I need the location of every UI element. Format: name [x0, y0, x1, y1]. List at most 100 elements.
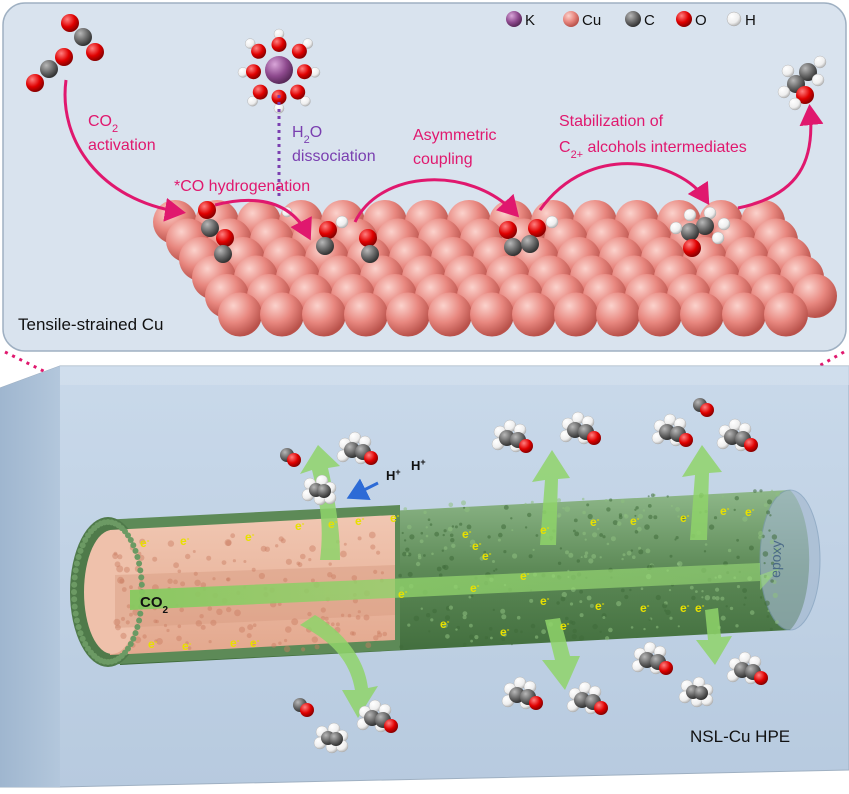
pore-dot [185, 553, 191, 560]
pore-dot [584, 538, 587, 541]
water-h-atom [244, 38, 256, 49]
pore-dot [296, 561, 301, 566]
pore-dot [532, 548, 535, 552]
pore-dot [137, 567, 144, 574]
ethanol-molecule [501, 676, 543, 710]
pore-dot [462, 611, 468, 616]
pore-dot [606, 507, 611, 512]
pore-dot [208, 640, 212, 644]
pore-dot [675, 506, 680, 512]
pore-dot [285, 626, 292, 633]
pore-dot [438, 573, 443, 577]
pore-dot [770, 489, 774, 492]
pore-dot [113, 618, 121, 626]
pore-dot [200, 624, 206, 630]
pore-dot [606, 542, 610, 546]
pore-dot [727, 548, 732, 553]
pore-dot [163, 623, 168, 628]
hydrated-k-cation [237, 28, 321, 114]
electron-label: e- [148, 637, 158, 652]
pore-dot [176, 635, 182, 642]
pore-dot [71, 581, 78, 588]
pore-dot [142, 634, 147, 639]
pore-dot [560, 596, 566, 602]
pore-dot [493, 569, 496, 572]
pore-dot [407, 571, 413, 577]
pore-dot [405, 547, 410, 552]
ethanol-molecule [726, 651, 768, 685]
pore-dot [153, 619, 158, 624]
pore-dot [469, 544, 472, 548]
pore-dot [365, 642, 372, 649]
legend-h-label: H [745, 12, 756, 29]
pore-dot [653, 515, 658, 520]
pore-dot [331, 622, 335, 626]
electron-label: e- [680, 511, 690, 526]
pore-dot [767, 610, 770, 612]
pore-dot [497, 538, 501, 542]
pore-dot [674, 538, 677, 541]
pore-dot [589, 603, 594, 608]
pore-dot [441, 549, 444, 552]
pore-dot [407, 623, 411, 627]
pore-dot [582, 531, 586, 536]
pore-dot [622, 553, 626, 557]
pore-dot [768, 529, 771, 532]
ethanol-molecule [491, 419, 533, 453]
water-h-atom [247, 95, 258, 107]
pore-dot [647, 495, 650, 498]
pore-dot [167, 578, 173, 584]
pore-dot [380, 571, 384, 575]
outflow-arrow-6 [696, 608, 732, 665]
pore-dot [770, 561, 775, 565]
pore-dot [775, 491, 781, 497]
pore-dot [226, 606, 232, 613]
pore-dot [644, 524, 650, 530]
pore-dot [620, 588, 625, 593]
pore-dot [655, 625, 659, 629]
co-molecule [293, 698, 314, 717]
pore-dot [758, 534, 763, 540]
electron-label: e- [745, 505, 755, 520]
pore-dot [610, 536, 616, 542]
co-hydrogenation-arrow [214, 198, 312, 241]
pore-dot [634, 514, 637, 517]
pore-dot [301, 647, 306, 652]
pore-dot [557, 561, 562, 565]
hydrocarbon-molecule [678, 676, 714, 708]
pore-dot [648, 618, 652, 621]
pore-dot [524, 502, 527, 505]
pore-dot [432, 608, 437, 614]
pore-dot [250, 640, 256, 647]
pore-dot [283, 577, 288, 583]
pore-dot [121, 587, 127, 592]
electron-label: e- [472, 539, 482, 554]
pore-dot [377, 630, 381, 635]
pore-dot [398, 573, 402, 578]
electron-label: e- [295, 519, 305, 534]
pore-dot [79, 542, 86, 549]
pore-dot [377, 632, 383, 638]
pore-dot [638, 546, 642, 550]
pore-dot [670, 504, 674, 508]
pore-dot [443, 529, 447, 533]
electron-label: e- [630, 514, 640, 529]
pore-dot [185, 641, 189, 645]
pore-dot [592, 532, 598, 538]
pore-dot [569, 620, 573, 624]
pore-dot [462, 642, 467, 647]
pore-dot [449, 533, 454, 538]
pore-dot [767, 499, 772, 505]
pore-dot [629, 588, 632, 592]
pore-dot [75, 554, 82, 560]
pore-dot [180, 581, 186, 587]
pore-dot [561, 591, 567, 598]
pore-dot [195, 620, 202, 627]
electron-label: e- [440, 617, 450, 632]
pore-dot [450, 538, 455, 543]
pore-dot [763, 562, 766, 565]
water-o-atom [252, 84, 268, 100]
pore-dot [565, 616, 569, 621]
co-molecule [693, 398, 714, 417]
